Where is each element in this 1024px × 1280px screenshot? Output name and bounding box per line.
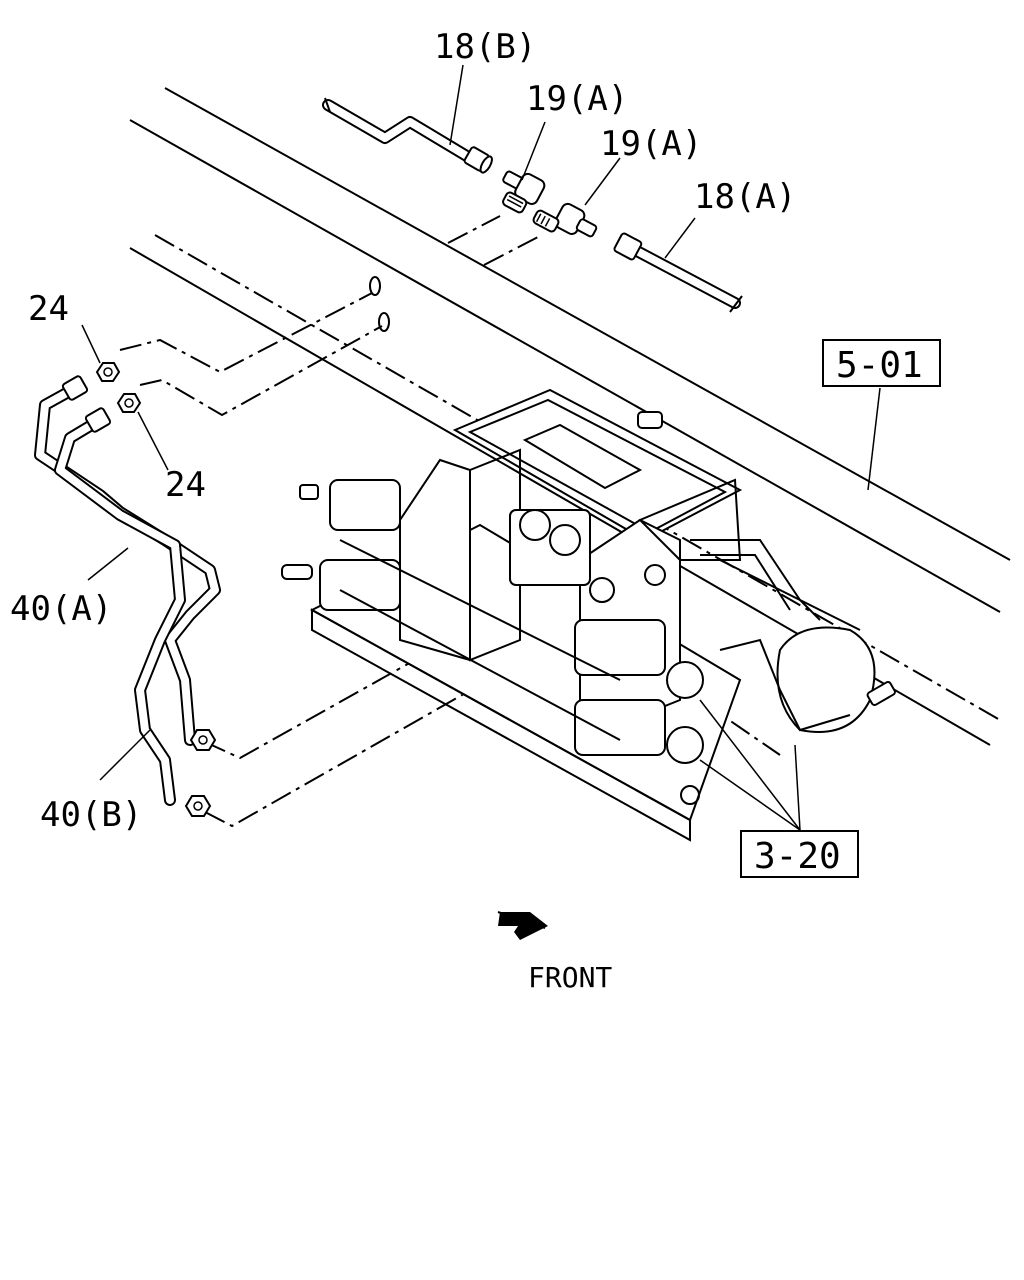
union-19a-upper xyxy=(502,170,546,214)
nut-24-lower xyxy=(116,393,142,413)
label-24-upper: 24 xyxy=(28,289,69,329)
stud-pins xyxy=(369,276,390,332)
label-18b: 18(B) xyxy=(434,27,536,67)
label-19a-upper: 19(A) xyxy=(526,79,628,119)
pipe-40b xyxy=(54,407,212,817)
leader-lines xyxy=(81,64,881,831)
union-19a-lower xyxy=(532,202,598,238)
label-18a: 18(A) xyxy=(694,177,796,217)
pipe-18b xyxy=(322,97,493,174)
ref-box-3-20: 3-20 xyxy=(740,830,859,878)
pipe-40a xyxy=(34,375,221,751)
front-label: FRONT xyxy=(528,961,612,994)
ref-box-5-01: 5-01 xyxy=(822,339,941,387)
front-arrow-icon xyxy=(497,911,548,940)
label-24-lower: 24 xyxy=(165,465,206,505)
label-40b: 40(B) xyxy=(40,795,142,835)
valve-assembly xyxy=(281,388,896,842)
ref-3-20-text: 3-20 xyxy=(754,836,841,877)
label-19a-lower: 19(A) xyxy=(600,124,702,164)
label-40a: 40(A) xyxy=(10,589,112,629)
nut-24-upper xyxy=(95,362,121,382)
ref-5-01-text: 5-01 xyxy=(836,345,923,386)
pipe-18a xyxy=(613,232,743,313)
